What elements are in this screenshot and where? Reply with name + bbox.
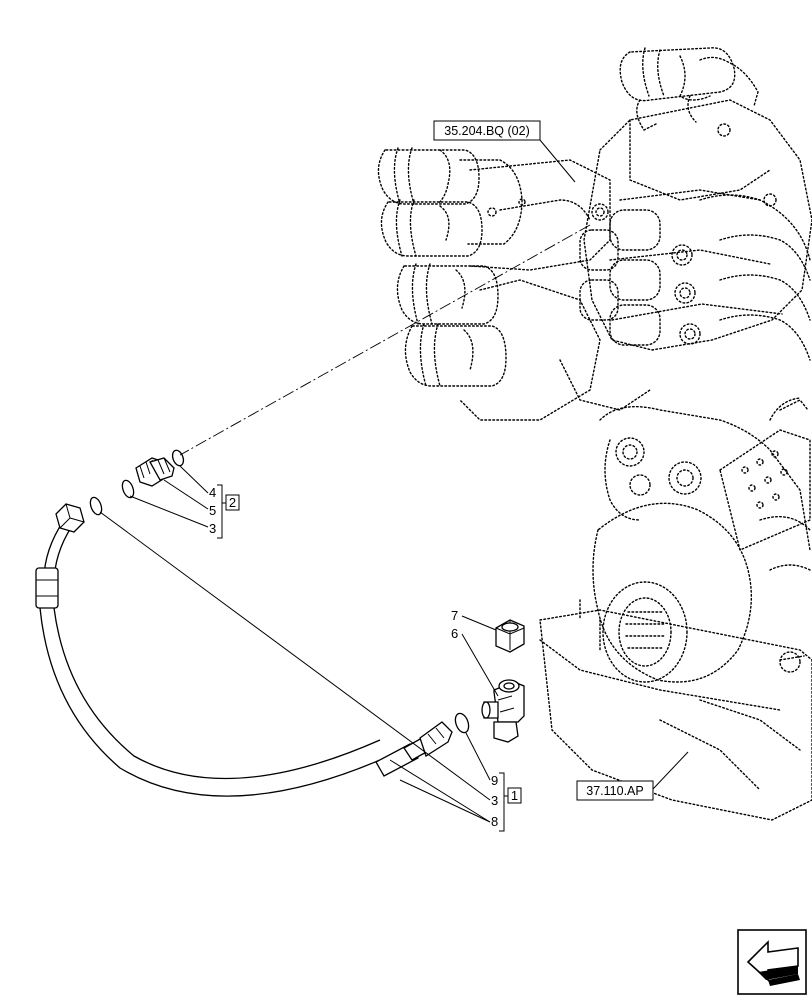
ref-box-valve[interactable]: 35.204.BQ (02) (433, 120, 541, 141)
group-1-label: 1 (511, 788, 518, 803)
left-valve-spools (377, 147, 651, 421)
callout-8: 8 (491, 814, 498, 829)
valve-ref-label: 35.204.BQ (02) (444, 124, 529, 138)
callout-5: 5 (209, 503, 216, 518)
housing-ref-label: 37.110.AP (586, 784, 643, 798)
hydraulic-hose-8 (35, 503, 470, 797)
callout-4: 4 (209, 485, 216, 500)
tee-fitting-6 (481, 679, 525, 743)
next-arrow-icon[interactable] (737, 929, 807, 995)
callout-group-1: 9 3 8 1 (491, 772, 522, 832)
assembly-centerline (179, 224, 591, 456)
callout-group-2: 4 5 3 2 (209, 484, 240, 539)
control-valve-assembly (579, 47, 812, 361)
plug-7 (495, 619, 525, 653)
ref-box-housing[interactable]: 37.110.AP (576, 780, 654, 801)
callout-9: 9 (491, 773, 498, 788)
callout-6: 6 (451, 626, 458, 641)
callout-7: 7 (451, 608, 458, 623)
callout-tee: 7 6 (451, 608, 458, 641)
callout-3-lower: 3 (491, 793, 498, 808)
leader-lines (99, 139, 689, 823)
group-2-label: 2 (229, 495, 236, 510)
callout-3-upper: 3 (209, 521, 216, 536)
rear-housing (539, 397, 812, 821)
fitting-kit-2 (89, 449, 185, 516)
